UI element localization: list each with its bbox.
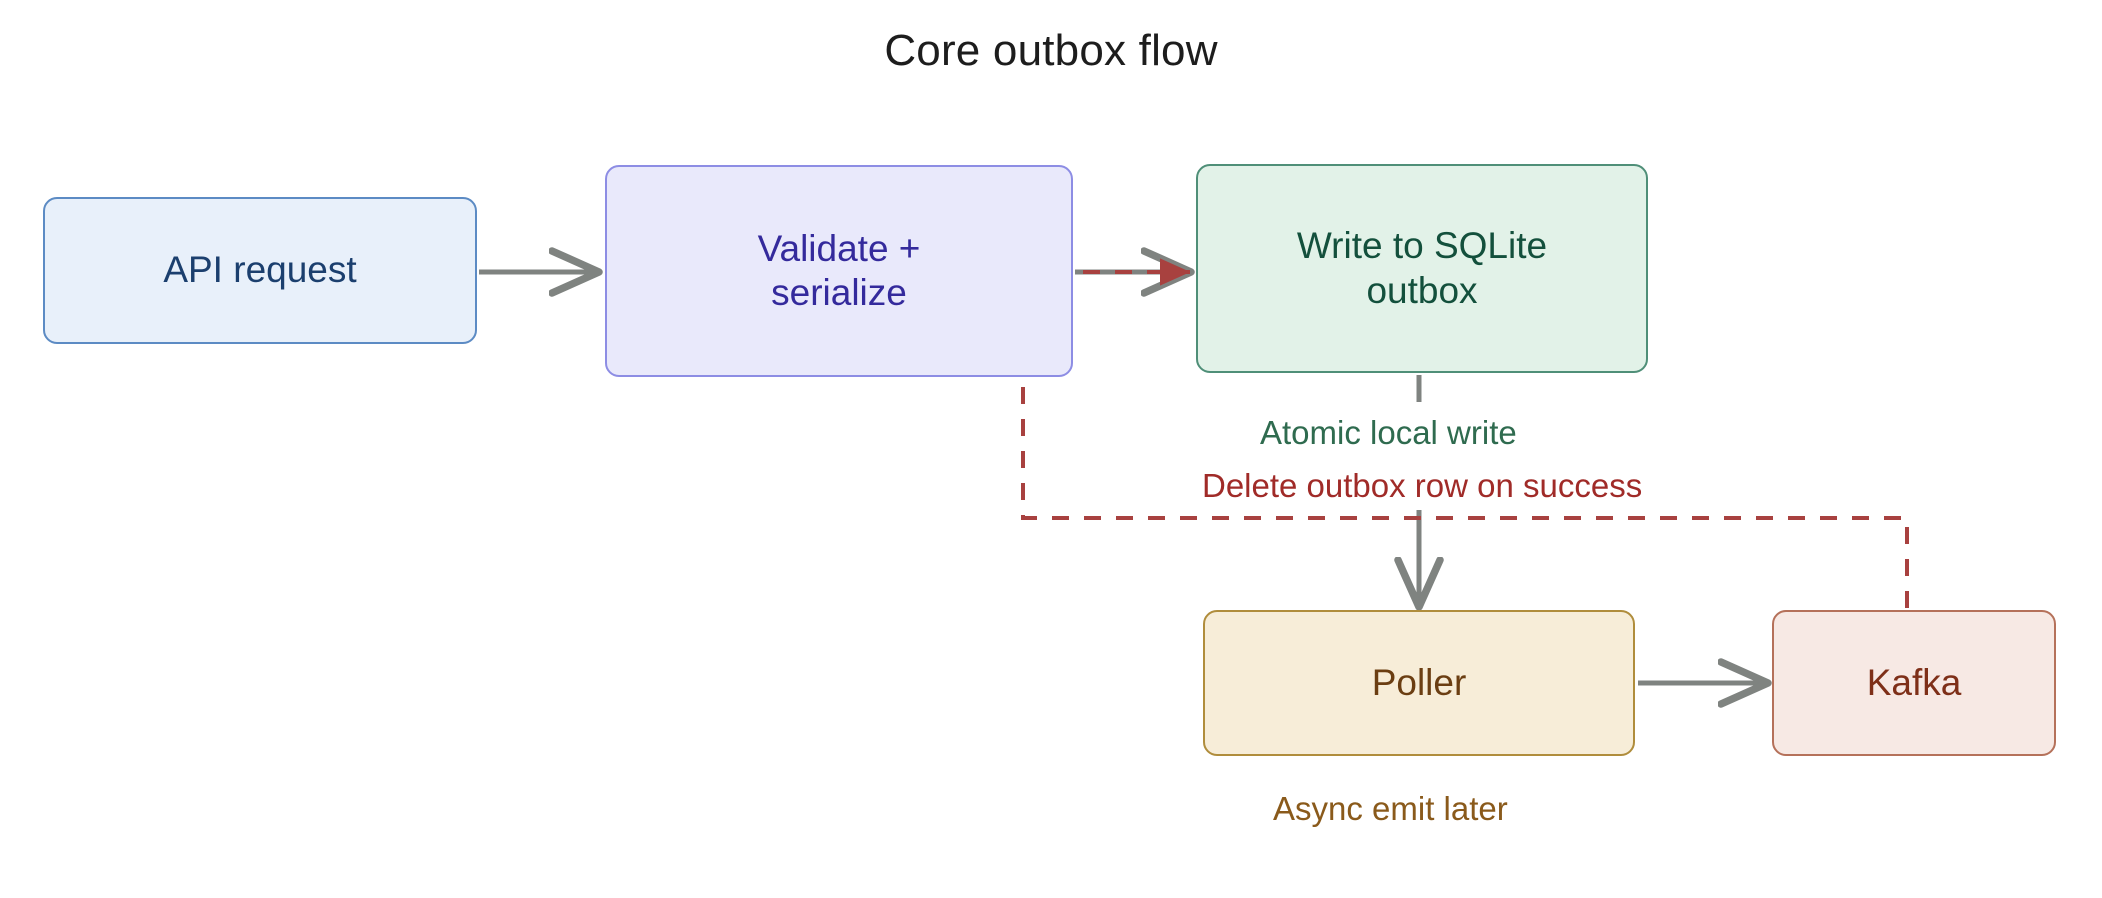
node-kafka-label: Kafka [1866,661,1962,703]
node-api-request-label: API request [163,249,357,291]
diagram-title: Core outbox flow [884,26,1218,75]
node-poller-label: Poller [1371,661,1467,703]
node-validate-serialize[interactable]: Validate + serialize [605,165,1073,377]
node-kafka[interactable]: Kafka [1772,610,2056,756]
node-poller[interactable]: Poller [1203,610,1635,756]
edge-label-atomic-local-write: Atomic local write [1260,414,1517,451]
node-write-to-sqlite-outbox[interactable]: Write to SQLite outbox [1196,164,1648,373]
node-api-request[interactable]: API request [43,197,477,344]
edge-label-async-emit-later: Async emit later [1273,790,1508,827]
node-validate-serialize-label: Validate + serialize [757,227,921,313]
edge-label-delete-outbox-row-on-success: Delete outbox row on success [1202,467,1643,504]
node-write-to-sqlite-outbox-label: Write to SQLite outbox [1296,225,1548,311]
